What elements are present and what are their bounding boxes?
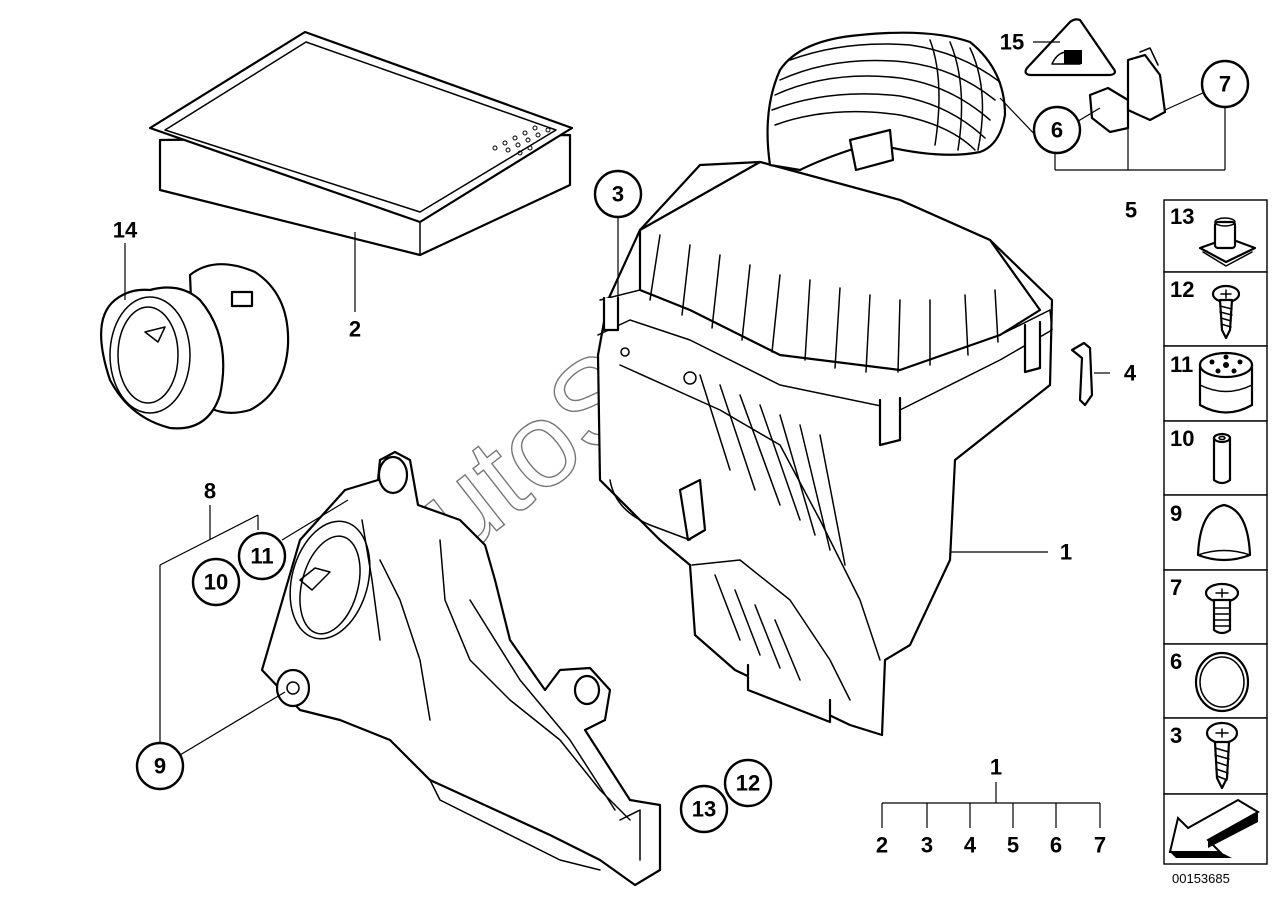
tree-child: 6	[1050, 833, 1062, 858]
rubber-cap-icon	[1196, 503, 1252, 562]
tree-child: 4	[964, 833, 977, 858]
callout-10-circle	[191, 557, 241, 607]
callout-11: 11	[250, 544, 273, 569]
panel-number: 6	[1170, 649, 1182, 674]
callout-1: 1	[1060, 540, 1072, 565]
callout-9: 9	[154, 754, 166, 779]
hardware-panel: 13 12 11 10	[1163, 199, 1268, 865]
intake-bellows	[766, 31, 1007, 172]
panel-number: 11	[1170, 352, 1193, 377]
assembly-tree: 1 2 3 4 5 6 7	[876, 755, 1106, 858]
callout-6-circle	[1032, 105, 1082, 155]
callout-13: 13	[692, 797, 716, 822]
callout-6: 6	[1051, 118, 1063, 143]
intake-silencer-housing	[596, 160, 1054, 737]
panel-number: 3	[1170, 723, 1182, 748]
callout-14: 14	[113, 218, 138, 243]
callout-5: 5	[1125, 198, 1137, 223]
document-number: 00153685	[1172, 871, 1230, 886]
callout-15: 15	[1000, 30, 1024, 55]
callout-12-circle	[723, 758, 773, 808]
callout-9-circle	[135, 741, 185, 791]
callout-11-circle	[237, 531, 287, 581]
retaining-clip	[1070, 341, 1094, 407]
panel-number: 7	[1170, 575, 1182, 600]
torx-bolt-icon	[1204, 582, 1240, 635]
callout-3-circle	[593, 169, 643, 219]
air-mass-meter	[100, 263, 290, 430]
clip-nut-icon	[1198, 217, 1257, 267]
tree-root: 1	[990, 755, 1002, 780]
callout-12: 12	[736, 771, 760, 796]
panel-number: 9	[1170, 501, 1182, 526]
callout-8: 8	[204, 479, 216, 504]
rubber-mount-icon	[1198, 351, 1254, 414]
callout-7: 7	[1219, 72, 1231, 97]
panel-number: 13	[1170, 204, 1194, 229]
tapping-screw-icon	[1205, 721, 1239, 790]
callout-3: 3	[612, 182, 624, 207]
panel-number: 10	[1170, 426, 1194, 451]
tree-child: 3	[921, 833, 933, 858]
callout-13-circle	[679, 784, 729, 834]
tree-child: 2	[876, 833, 888, 858]
warning-label-icon	[1024, 18, 1117, 77]
tree-child: 5	[1007, 833, 1019, 858]
callout-4: 4	[1124, 361, 1137, 386]
sheet-metal-screw-icon	[1211, 284, 1241, 340]
panel-number: 12	[1170, 277, 1194, 302]
callout-10: 10	[204, 570, 228, 595]
intake-duct-resonator	[260, 450, 662, 887]
sleeve-icon	[1212, 432, 1232, 485]
callout-7-circle	[1200, 59, 1250, 109]
tree-child: 7	[1094, 833, 1106, 858]
air-filter-element	[148, 30, 574, 257]
arrow-icon	[1168, 798, 1260, 858]
callout-2: 2	[349, 317, 361, 342]
o-ring-icon	[1194, 651, 1250, 713]
